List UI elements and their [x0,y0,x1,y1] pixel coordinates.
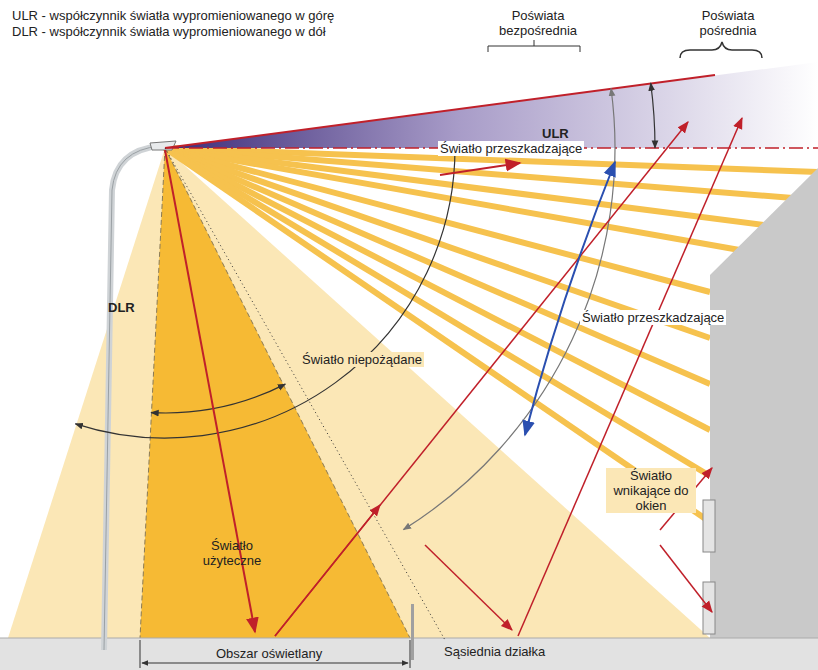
legend-note: ULR - współczynnik światła wypromieniowa… [10,8,336,23]
cone-edge [165,148,410,638]
direct-glow-arrow [440,163,520,175]
light-label: Światło wnikające do okien [606,468,696,513]
cone-edge [140,148,165,638]
lamp-pole-edge [104,146,160,650]
light-label: Światło przeszkadzające [438,141,584,156]
light-ray [165,148,710,292]
ulr-boundary [165,75,715,148]
dimension-line [142,663,408,664]
plot-boundary [411,604,414,660]
useful-cone [140,148,410,638]
glow-label: Poświata pośrednia [688,8,768,38]
ground-line [0,638,818,639]
window-arrow [660,545,712,612]
glow-label: Poświata bezpośrednia [490,8,586,38]
dimension-tick [140,640,141,668]
dimension-tick [410,640,411,668]
light-label: Światło przeszkadzające [580,310,726,325]
brace [680,42,762,58]
ulr-wedge [165,62,818,148]
ground [0,638,818,670]
dotted-limit [165,148,445,640]
area-label: Sąsiednia działka [442,644,547,659]
legend-note: DLR - współczynnik światła wypromieniowa… [10,24,328,39]
angle-arcs [75,83,655,529]
dimension-label: Obszar oświetlany [214,646,324,661]
useful-angle-arc [151,384,285,413]
spill-ray [425,545,512,630]
ratio-label: DLR [106,300,137,315]
window [703,500,715,552]
reflected-ray [518,118,742,636]
ulr-arc [651,83,655,148]
house [710,168,818,640]
glow-arrow [525,162,615,435]
reflected-ray [275,122,688,636]
light-label: Światło użyteczne [190,538,274,568]
bracket [488,40,580,52]
light-label: Światło niepożądane [300,352,424,367]
lamp-pole [104,146,160,650]
ratio-label: ULR [540,126,571,141]
reflected-ray-head [275,505,380,636]
dlr-arc [75,148,455,438]
